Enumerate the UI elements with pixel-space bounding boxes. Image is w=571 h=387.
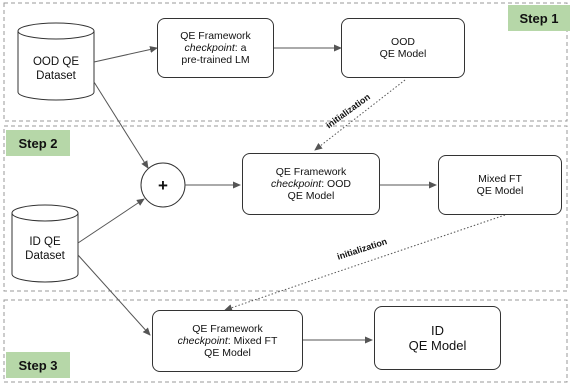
framework-box-step3: QE Framework checkpoint: Mixed FT QE Mod… [152,310,303,372]
arrow-id-to-framework3 [77,254,151,336]
framework3-checkpoint-word: checkpoint [177,335,228,347]
id-dataset-line1: ID QE [29,236,61,248]
id-dataset-cylinder [11,204,79,283]
framework1-line2: checkpoint: a [185,42,247,54]
framework2-checkpoint-word: checkpoint [271,178,322,190]
ood-model-line1: OOD [391,36,415,48]
step1-region [3,2,568,122]
framework3-line1: QE Framework [192,323,263,335]
framework3-line2: checkpoint: Mixed FT [178,335,278,347]
framework2-line2: checkpoint: OOD [271,178,351,190]
mixed-model-line2: QE Model [476,185,524,197]
ood-dataset-cylinder [17,22,95,101]
id-model-box: ID QE Model [374,306,501,370]
id-model-line1: ID [431,323,444,338]
id-dataset-label: ID QE Dataset [12,232,78,266]
ood-model-box: OOD QE Model [341,18,465,78]
step2-region [3,125,568,292]
framework1-line2-rest: : a [234,42,247,54]
step3-region [3,299,568,383]
id-model-line2: QE Model [408,338,467,353]
framework3-line2-rest: : Mixed FT [227,335,278,347]
step1-label: Step 1 [508,5,570,31]
mixed-ft-model-box: Mixed FT QE Model [438,155,562,215]
ood-dataset-line1: OOD QE [32,56,79,68]
framework2-line2-rest: : OOD [321,178,351,190]
step3-label: Step 3 [6,352,70,378]
init-arrow-2 [224,214,506,312]
framework2-line3: QE Model [287,190,335,202]
framework1-checkpoint-word: checkpoint [184,42,235,54]
framework1-line1: QE Framework [180,30,251,42]
ood-dataset-line2: Dataset [36,70,76,82]
framework-box-step1: QE Framework checkpoint: a pre-trained L… [157,18,274,78]
arrow-ood-to-framework1 [93,46,158,63]
ood-dataset-label: OOD QE Dataset [18,52,94,86]
framework-box-step2: QE Framework checkpoint: OOD QE Model [242,153,380,215]
step2-label: Step 2 [6,130,70,156]
mixed-model-line1: Mixed FT [478,173,522,185]
arrow-id-to-plus [77,198,145,244]
framework2-line1: QE Framework [275,166,347,178]
framework1-line3: pre-trained LM [181,54,250,66]
plus-symbol: + [158,176,168,195]
id-dataset-line2: Dataset [25,250,65,262]
ood-model-line2: QE Model [379,48,427,60]
init-arrow-1 [314,79,406,151]
framework3-line3: QE Model [204,347,251,359]
arrow-ood-to-plus [93,81,149,169]
